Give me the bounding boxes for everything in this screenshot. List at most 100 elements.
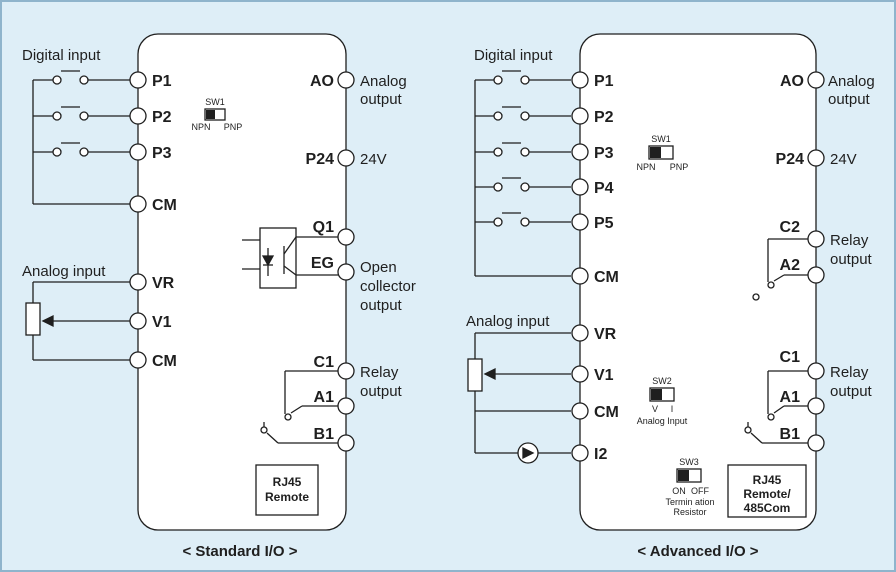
standard-p24-desc: 24V bbox=[360, 151, 387, 168]
terminal-label-v1: V1 bbox=[152, 314, 172, 331]
terminal-q1 bbox=[337, 228, 355, 246]
terminal-label-p24: P24 bbox=[306, 151, 335, 168]
terminal-b1 bbox=[337, 434, 355, 452]
advanced-sw1-npn: NPN bbox=[636, 162, 655, 172]
standard-rj45-label-line1: RJ45 bbox=[273, 475, 302, 489]
advanced-relay2-desc-line2: output bbox=[830, 251, 873, 268]
terminal-label-vr: VR bbox=[152, 275, 175, 292]
advanced-potentiometer bbox=[467, 332, 571, 464]
terminal-cm bbox=[571, 402, 589, 420]
advanced-rj45-box bbox=[727, 464, 807, 518]
terminal-a1 bbox=[337, 397, 355, 415]
terminal-label-c1: C1 bbox=[314, 354, 335, 371]
terminal-label-v1: V1 bbox=[594, 367, 614, 384]
terminal-label-p1: P1 bbox=[594, 73, 614, 90]
terminal-label-p1: P1 bbox=[152, 73, 172, 90]
terminal-p3 bbox=[129, 143, 147, 161]
terminal-cm bbox=[571, 267, 589, 285]
advanced-p2-switch bbox=[475, 106, 571, 121]
terminal-label-eg: EG bbox=[311, 255, 334, 272]
advanced-ao-desc-line2: output bbox=[828, 91, 871, 108]
standard-io-panel bbox=[25, 33, 355, 531]
terminal-a1 bbox=[807, 397, 825, 415]
terminal-a2 bbox=[807, 266, 825, 284]
advanced-sw2-title: SW2 bbox=[652, 376, 672, 386]
advanced-sw3-on: ON bbox=[672, 486, 686, 496]
advanced-sw3-title: SW3 bbox=[679, 457, 699, 467]
terminal-label-a1: A1 bbox=[780, 389, 801, 406]
advanced-relay1-desc-line1: Relay bbox=[830, 364, 869, 381]
standard-analog-input-label: Analog input bbox=[22, 263, 106, 280]
terminal-label-p3: P3 bbox=[594, 145, 614, 162]
standard-sw1-npn: NPN bbox=[191, 122, 210, 132]
advanced-sw2-i: I bbox=[671, 404, 674, 414]
advanced-sw2-caption: Analog Input bbox=[637, 416, 688, 426]
terminal-label-q1: Q1 bbox=[313, 219, 334, 236]
open-collector-desc-line1: Open bbox=[360, 259, 397, 276]
terminal-cm bbox=[129, 351, 147, 369]
terminal-eg bbox=[337, 263, 355, 281]
standard-ao-desc-line2: output bbox=[360, 91, 403, 108]
terminal-i2 bbox=[571, 444, 589, 462]
terminal-p5 bbox=[571, 213, 589, 231]
advanced-sw1-switch bbox=[648, 145, 674, 160]
terminal-p1 bbox=[571, 71, 589, 89]
terminal-vr bbox=[571, 324, 589, 342]
terminal-v1 bbox=[571, 365, 589, 383]
standard-relay-desc-line1: Relay bbox=[360, 364, 399, 381]
terminal-label-cm: CM bbox=[152, 353, 177, 370]
terminal-label-cm: CM bbox=[594, 404, 619, 421]
standard-p3-switch bbox=[33, 142, 132, 157]
advanced-sw3-off: OFF bbox=[691, 486, 709, 496]
advanced-sw2-switch bbox=[649, 387, 675, 402]
advanced-p4-switch bbox=[475, 177, 571, 192]
advanced-p1-switch bbox=[475, 70, 571, 85]
terminal-label-p2: P2 bbox=[594, 109, 614, 126]
standard-rj45-label-line2: Remote bbox=[265, 490, 309, 504]
terminal-c1 bbox=[807, 362, 825, 380]
advanced-sw1-title: SW1 bbox=[651, 134, 671, 144]
standard-digital-input-label: Digital input bbox=[22, 47, 101, 64]
standard-p2-switch bbox=[33, 106, 132, 121]
standard-ao-desc-line1: Analog bbox=[360, 73, 407, 90]
terminal-label-i2: I2 bbox=[594, 446, 607, 463]
advanced-relay1-desc-line2: output bbox=[830, 383, 873, 400]
advanced-relay2-contacts bbox=[752, 238, 808, 301]
terminal-p2 bbox=[129, 107, 147, 125]
standard-potentiometer bbox=[25, 281, 132, 361]
terminal-label-vr: VR bbox=[594, 326, 617, 343]
open-collector-desc-line3: output bbox=[360, 297, 403, 314]
advanced-p3-switch bbox=[475, 142, 571, 157]
advanced-io-caption: < Advanced I/O > bbox=[637, 543, 758, 560]
terminal-label-a2: A2 bbox=[780, 257, 801, 274]
advanced-relay1-contacts bbox=[744, 370, 808, 444]
standard-relay-contacts bbox=[260, 370, 338, 444]
advanced-ao-desc-line1: Analog bbox=[828, 73, 875, 90]
advanced-relay2-desc-line1: Relay bbox=[830, 232, 869, 249]
advanced-rj45-label-line3: 485Com bbox=[744, 501, 791, 515]
terminal-p24 bbox=[337, 149, 355, 167]
advanced-sw2-v: V bbox=[652, 404, 658, 414]
terminal-label-c1: C1 bbox=[780, 349, 801, 366]
terminal-label-ao: AO bbox=[780, 73, 804, 90]
standard-sw1-title: SW1 bbox=[205, 97, 225, 107]
terminal-label-p5: P5 bbox=[594, 215, 614, 232]
standard-relay-desc-line2: output bbox=[360, 383, 403, 400]
standard-sw1-switch bbox=[204, 108, 226, 121]
optocoupler bbox=[242, 227, 338, 289]
terminal-label-b1: B1 bbox=[314, 426, 335, 443]
advanced-io-panel bbox=[467, 33, 825, 531]
terminal-p4 bbox=[571, 178, 589, 196]
terminal-c1 bbox=[337, 362, 355, 380]
terminal-p3 bbox=[571, 143, 589, 161]
open-collector-desc-line2: collector bbox=[360, 278, 416, 295]
terminal-ao bbox=[337, 71, 355, 89]
terminal-vr bbox=[129, 273, 147, 291]
terminal-label-c2: C2 bbox=[780, 219, 801, 236]
terminal-p2 bbox=[571, 107, 589, 125]
terminal-label-p24: P24 bbox=[776, 151, 805, 168]
standard-io-caption: < Standard I/O > bbox=[182, 543, 297, 560]
terminal-p1 bbox=[129, 71, 147, 89]
advanced-rj45-label-line2: Remote/ bbox=[743, 487, 791, 501]
